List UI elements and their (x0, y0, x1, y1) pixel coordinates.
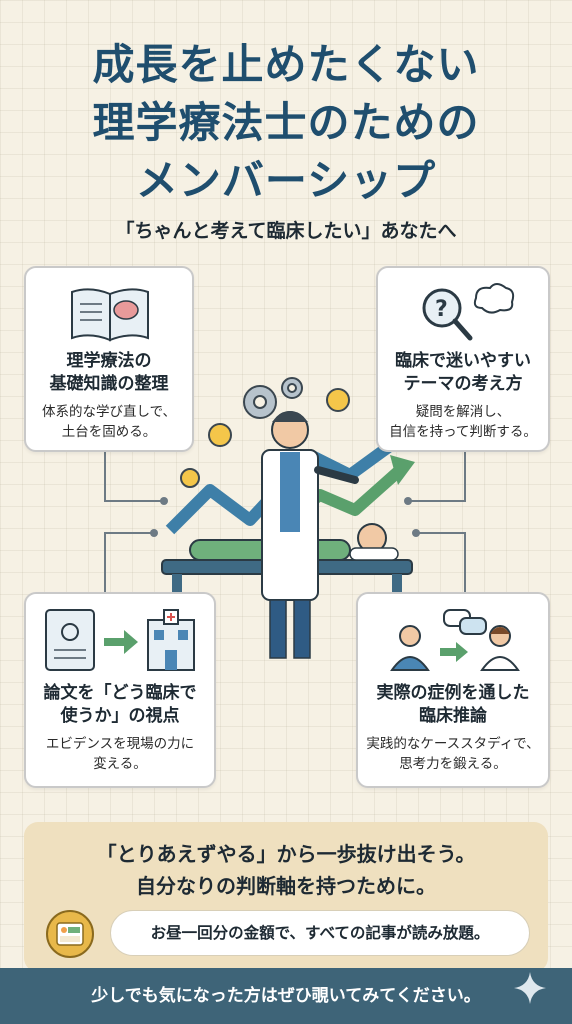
card-title: 臨床で迷いやすい (395, 351, 531, 371)
card-title: 理学療法の (66, 351, 152, 371)
open-book-brain-icon (71, 288, 149, 342)
footer-banner: 少しでも気になった方はぜひ覗いてみてください。 (0, 968, 572, 1024)
feature-card-clinical-themes: ? 臨床で迷いやすい テーマの考え方 疑問を解消し、 自信を持って判断する。 (376, 266, 550, 452)
card-desc: エビデンスを現場の力に (45, 736, 195, 752)
connector-line (408, 500, 466, 502)
page-title: 成長を止めたくない 理学療法士のための メンバーシップ (0, 36, 572, 210)
feature-card-papers: 論文を「どう臨床で 使うか」の視点 エビデンスを現場の力に 変える。 (24, 592, 216, 788)
title-line-2: 理学療法士のための (92, 98, 480, 147)
case-discussion-icon (390, 609, 520, 671)
bento-coin-icon (46, 910, 94, 958)
connector-dot (412, 529, 420, 537)
card-title: 使うか」の視点 (60, 706, 180, 726)
connector-line (416, 532, 466, 534)
card-title: テーマの考え方 (403, 374, 523, 394)
price-pill: お昼一回分の金額で、すべての記事が読み放題。 (110, 910, 530, 956)
title-line-3: メンバーシップ (135, 156, 437, 205)
feature-card-basics: 理学療法の 基礎知識の整理 体系的な学び直しで、 土台を固める。 (24, 266, 194, 452)
connector-line (464, 452, 466, 500)
card-desc: 体系的な学び直しで、 (41, 404, 177, 420)
call-to-action-box: 「とりあえずやる」から一歩抜け出そう。 自分なりの判断軸を持つために。 お昼一回… (24, 822, 548, 972)
card-desc: 実践的なケーススタディで、 (366, 736, 540, 752)
connector-line (104, 532, 152, 534)
cta-line-1: 「とりあえずやる」から一歩抜け出そう。 (96, 842, 476, 866)
card-desc: 土台を固める。 (61, 424, 157, 440)
sparkle-icon (514, 972, 546, 1004)
connector-dot (160, 497, 168, 505)
card-title: 論文を「どう臨床で (43, 683, 197, 703)
subtitle: 「ちゃんと考えて臨床したい」あなたへ (115, 220, 457, 242)
connector-dot (150, 529, 158, 537)
svg-text:?: ? (435, 297, 448, 322)
cta-line-2: 自分なりの判断軸を持つために。 (136, 874, 436, 898)
card-title: 基礎知識の整理 (49, 374, 169, 394)
title-line-1: 成長を止めたくない (92, 40, 480, 89)
feature-card-case-studies: 実際の症例を通した 臨床推論 実践的なケーススタディで、 思考力を鍛える。 (356, 592, 550, 788)
connector-line (464, 532, 466, 592)
therapist-patient-illustration (161, 377, 420, 659)
card-title: 実際の症例を通した (376, 683, 530, 703)
connector-dot (404, 497, 412, 505)
paper-to-hospital-icon (45, 609, 195, 671)
card-desc: 思考力を鍛える。 (399, 756, 507, 772)
card-desc: 疑問を解消し、 (415, 404, 511, 420)
connector-line (104, 532, 106, 592)
card-desc: 変える。 (93, 756, 147, 772)
connector-line (104, 452, 106, 500)
connector-line (104, 500, 164, 502)
card-desc: 自信を持って判断する。 (389, 424, 537, 440)
question-magnifier-icon: ? (422, 283, 515, 341)
card-title: 臨床推論 (419, 706, 487, 726)
